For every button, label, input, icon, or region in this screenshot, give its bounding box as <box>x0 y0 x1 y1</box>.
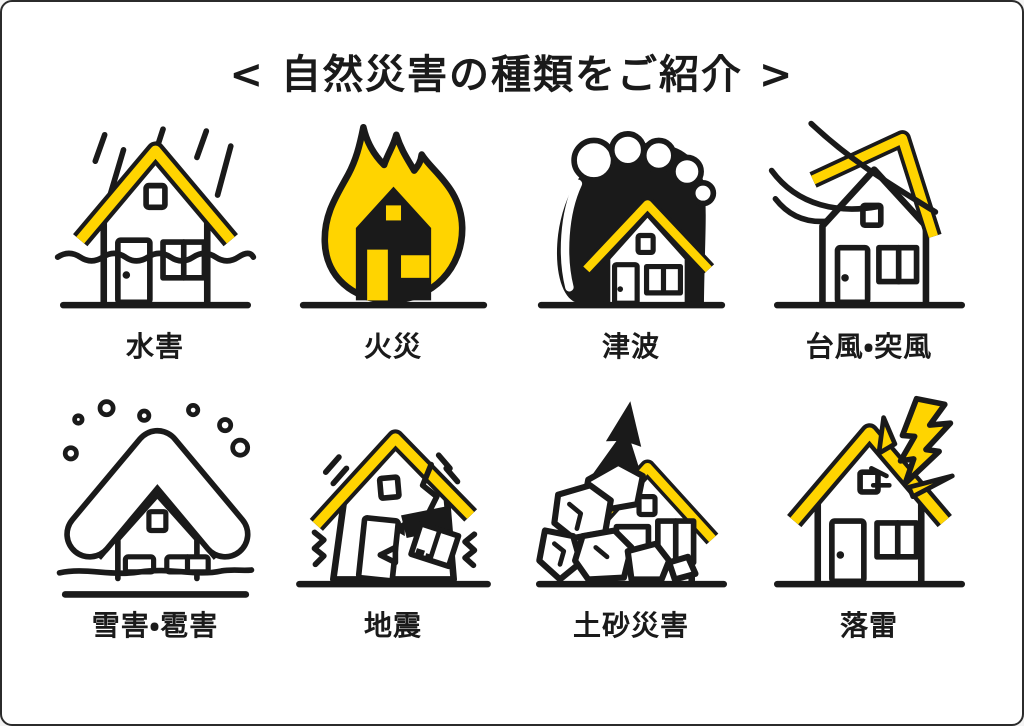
disaster-card-tsunami: 津波 <box>516 116 746 365</box>
flood-house-icon <box>54 126 256 309</box>
house <box>580 196 714 307</box>
disaster-label: 水害 <box>125 330 184 363</box>
disaster-card-landslide: 土砂災害 <box>516 395 746 644</box>
disaster-label: 火災 <box>363 330 422 363</box>
disaster-grid: 水害 火災 <box>2 116 1022 644</box>
disaster-card-fire: 火災 <box>278 116 508 365</box>
disaster-label: 雪害・雹害 <box>91 609 219 642</box>
fire-house-icon <box>299 123 487 309</box>
page-title: < 自然災害の種類をご紹介 > <box>229 52 795 98</box>
disaster-label: 土砂災害 <box>572 609 689 642</box>
roofless-house <box>818 166 929 306</box>
typhoon-gust-house-icon <box>768 120 965 309</box>
disaster-label: 地震 <box>363 609 422 642</box>
disaster-card-earthquake: 地震 <box>278 395 508 644</box>
shake-marks <box>311 452 477 569</box>
house <box>72 141 238 306</box>
poster-header: < 自然災害の種類をご紹介 > <box>2 2 1022 100</box>
flood-water-line <box>54 250 256 264</box>
landslide-house-icon <box>535 401 727 588</box>
disaster-label: 台風・突風 <box>805 330 933 363</box>
snow-hail-house-icon <box>56 399 254 598</box>
lightning-bolt <box>868 395 955 499</box>
snow-cap <box>63 427 251 560</box>
disaster-card-flood: 水害 <box>40 116 270 365</box>
disaster-label: 津波 <box>601 330 660 363</box>
cracked-house <box>309 429 477 584</box>
lightning-strike-house-icon <box>773 395 965 588</box>
snowflakes <box>62 399 250 462</box>
disaster-card-typhoon: 台風・突風 <box>754 116 984 365</box>
burning-house <box>355 186 431 301</box>
disaster-card-lightning: 落雷 <box>754 395 984 644</box>
tsunami-house-icon <box>537 131 725 309</box>
disaster-card-snow: 雪害・雹害 <box>40 395 270 644</box>
rock-pile <box>535 459 699 583</box>
disaster-label: 落雷 <box>839 609 898 642</box>
wind-lines <box>768 120 938 225</box>
snow-surface-line <box>56 567 254 577</box>
earthquake-house-icon <box>295 429 491 588</box>
